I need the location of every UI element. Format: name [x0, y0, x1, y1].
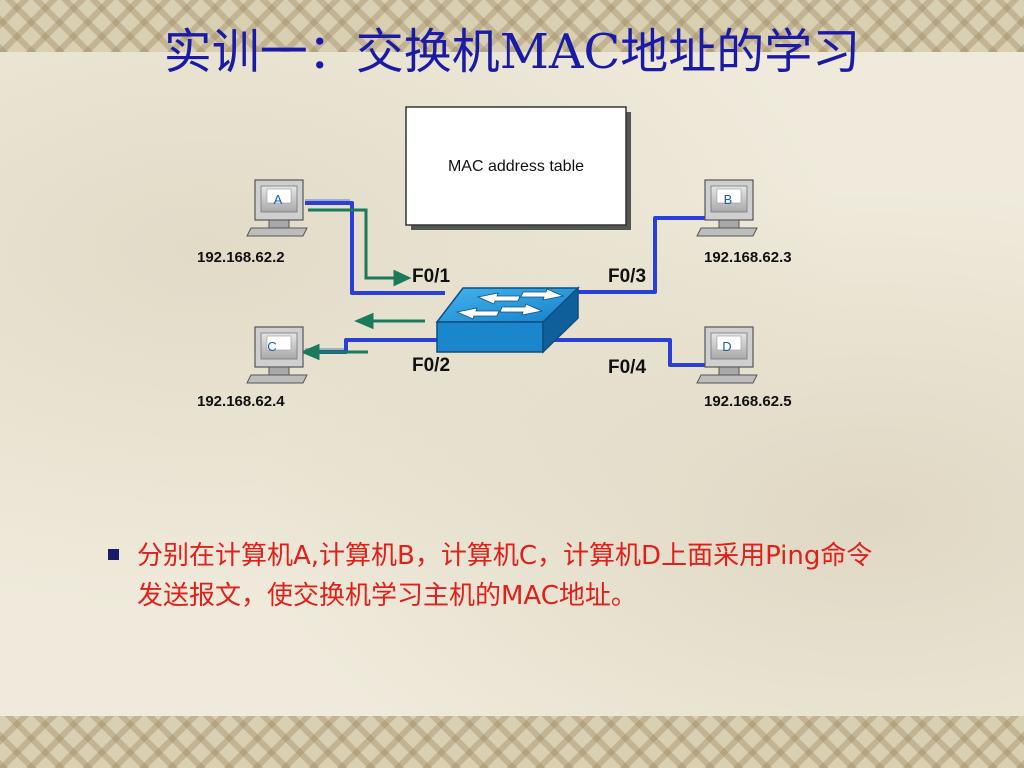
bullet-square-icon [108, 549, 119, 560]
port-f0-2: F0/2 [412, 355, 450, 376]
cable-a [305, 201, 445, 295]
host-a-ip: 192.168.62.2 [197, 249, 285, 266]
arrow-head-left-upper [354, 312, 374, 330]
screen-label-box [716, 335, 742, 351]
mac-address-table: MAC address table [405, 106, 631, 230]
slide-title: 实训一：交换机MAC地址的学习 [163, 24, 861, 80]
monitor-stand [268, 366, 290, 376]
cable-c [305, 338, 440, 354]
host-c-letter: C [267, 339, 276, 354]
top-border [0, 0, 1024, 52]
arrow-head-a [393, 269, 412, 287]
host-a-letter: A [274, 192, 283, 207]
bullet-text: 分别在计算机A,计算机B，计算机C，计算机D上面采用Ping命令发送报文，使交换… [137, 541, 873, 611]
port-f0-3: F0/3 [608, 266, 646, 287]
frame-arrows [300, 208, 425, 361]
arrow-head-c [300, 343, 320, 361]
cable-b [570, 216, 705, 294]
switch [435, 286, 580, 354]
bottom-border [0, 716, 1024, 768]
host-c-ip: 192.168.62.4 [197, 393, 285, 410]
keyboard-shape [696, 374, 758, 384]
screen-label-box [716, 188, 742, 204]
keyboard-shape [246, 227, 308, 237]
screen-label-box [266, 335, 292, 351]
monitor-stand [718, 366, 740, 376]
computer-b-icon [696, 179, 758, 237]
arrow-a-to-switch [308, 208, 395, 280]
mac-table-label: MAC address table [448, 158, 584, 175]
screen-label-box [266, 188, 292, 204]
bullet-item: 分别在计算机A,计算机B，计算机C，计算机D上面采用Ping命令发送报文，使交换… [108, 536, 908, 616]
host-d-ip: 192.168.62.5 [704, 393, 792, 410]
computer-c-icon [246, 326, 308, 384]
switch-arrows-icon [455, 288, 565, 320]
port-f0-4: F0/4 [608, 357, 646, 378]
computer-d-icon [696, 326, 758, 384]
computer-a-icon [246, 179, 308, 237]
keyboard-shape [696, 227, 758, 237]
host-b-letter: B [724, 192, 733, 207]
port-f0-1: F0/1 [412, 266, 450, 287]
cable-d [548, 338, 705, 367]
monitor-stand [718, 219, 740, 229]
host-d-letter: D [722, 339, 731, 354]
host-b-ip: 192.168.62.3 [704, 249, 792, 266]
monitor-stand [268, 219, 290, 229]
keyboard-shape [246, 374, 308, 384]
